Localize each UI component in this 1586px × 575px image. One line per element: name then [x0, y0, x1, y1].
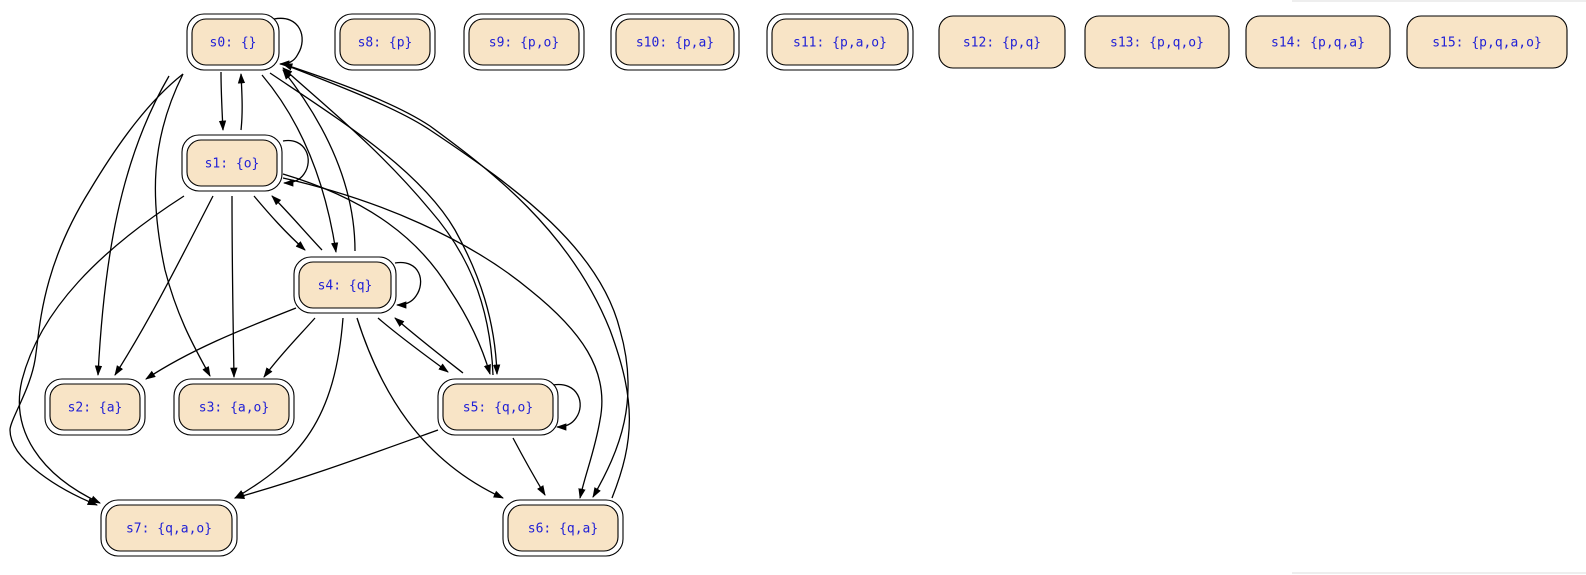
- node-label: s6: {q,a}: [528, 522, 598, 537]
- node-label: s9: {p,o}: [489, 36, 559, 51]
- node-box: [1245, 15, 1391, 69]
- node-box: [186, 139, 278, 187]
- edge-s4-s7: [234, 317, 344, 499]
- node-box: [771, 18, 909, 66]
- node-s5[interactable]: s5: {q,o}: [437, 378, 559, 436]
- node-box: [1406, 15, 1568, 69]
- edge-s5-s5: [552, 383, 581, 431]
- node-s11[interactable]: s11: {p,a,o}: [766, 13, 914, 71]
- edge-s1-s0: [237, 72, 246, 131]
- node-s2[interactable]: s2: {a}: [44, 378, 146, 436]
- edge-s5-s0: [282, 67, 494, 376]
- node-label: s11: {p,a,o}: [793, 36, 887, 51]
- node-label: s13: {p,q,o}: [1110, 36, 1204, 51]
- edge-s4-s4: [394, 261, 422, 309]
- edge-s4-s3: [263, 317, 316, 378]
- node-box: [442, 383, 554, 431]
- edge-s4-s2: [145, 307, 297, 380]
- node-box: [298, 261, 392, 309]
- node-box: [507, 504, 619, 552]
- edge-s1-s5: [282, 173, 491, 375]
- edge-s1-s3: [230, 195, 238, 379]
- node-s13[interactable]: s13: {p,q,o}: [1084, 15, 1230, 69]
- node-label: s5: {q,o}: [463, 401, 533, 416]
- node-label: s4: {q}: [318, 279, 373, 294]
- node-label: s1: {o}: [205, 157, 260, 172]
- edge-s0-s4: [261, 74, 339, 254]
- edge-s5-s7: [233, 429, 439, 500]
- edge-s6-s0: [282, 63, 631, 499]
- edge-s0-s1: [218, 71, 227, 132]
- node-label: s10: {p,a}: [636, 36, 714, 51]
- node-label: s8: {p}: [358, 36, 413, 51]
- edge-s5-s6: [512, 437, 546, 496]
- node-box: [468, 18, 580, 66]
- node-box: [178, 383, 290, 431]
- edge-s0-s7: [9, 73, 184, 506]
- node-s1[interactable]: s1: {o}: [181, 134, 283, 192]
- node-box: [1084, 15, 1230, 69]
- edge-s0-s2: [94, 75, 170, 377]
- node-s0[interactable]: s0: {}: [186, 13, 280, 71]
- node-s6[interactable]: s6: {q,a}: [502, 499, 624, 557]
- edge-s4-s6: [356, 317, 504, 499]
- node-label: s0: {}: [210, 36, 257, 51]
- node-s15[interactable]: s15: {p,q,a,o}: [1406, 15, 1568, 69]
- node-box: [339, 18, 431, 66]
- node-box: [49, 383, 141, 431]
- node-s14[interactable]: s14: {p,q,a}: [1245, 15, 1391, 69]
- node-s12[interactable]: s12: {p,q}: [938, 15, 1066, 69]
- node-box: [938, 15, 1066, 69]
- node-label: s3: {a,o}: [199, 401, 269, 416]
- node-s4[interactable]: s4: {q}: [293, 256, 397, 314]
- node-s10[interactable]: s10: {p,a}: [610, 13, 740, 71]
- edge-s1-s4: [253, 195, 306, 251]
- edge-s0-s5: [269, 72, 501, 376]
- edge-s1-s7: [18, 195, 185, 504]
- edge-s0-s6: [287, 65, 629, 498]
- edge-s1-s6: [282, 177, 603, 500]
- node-label: s12: {p,q}: [963, 36, 1041, 51]
- edge-s0-s3: [154, 73, 211, 377]
- edge-s4-s1: [271, 195, 323, 251]
- node-label: s2: {a}: [68, 401, 123, 416]
- node-label: s15: {p,q,a,o}: [1432, 36, 1542, 51]
- node-box: [191, 18, 275, 66]
- node-box: [105, 504, 233, 552]
- edge-s4-s5: [377, 317, 449, 373]
- node-s9[interactable]: s9: {p,o}: [463, 13, 585, 71]
- edge-s1-s1: [282, 139, 309, 187]
- node-s3[interactable]: s3: {a,o}: [173, 378, 295, 436]
- node-s7[interactable]: s7: {q,a,o}: [100, 499, 238, 557]
- node-label: s7: {q,a,o}: [126, 522, 212, 537]
- node-box: [615, 18, 735, 66]
- node-s8[interactable]: s8: {p}: [334, 13, 436, 71]
- edge-s1-s2: [114, 195, 214, 376]
- node-label: s14: {p,q,a}: [1271, 36, 1365, 51]
- edge-s4-s0: [282, 69, 356, 252]
- edge-s5-s4: [394, 317, 464, 374]
- edge-s0-s0: [273, 17, 303, 68]
